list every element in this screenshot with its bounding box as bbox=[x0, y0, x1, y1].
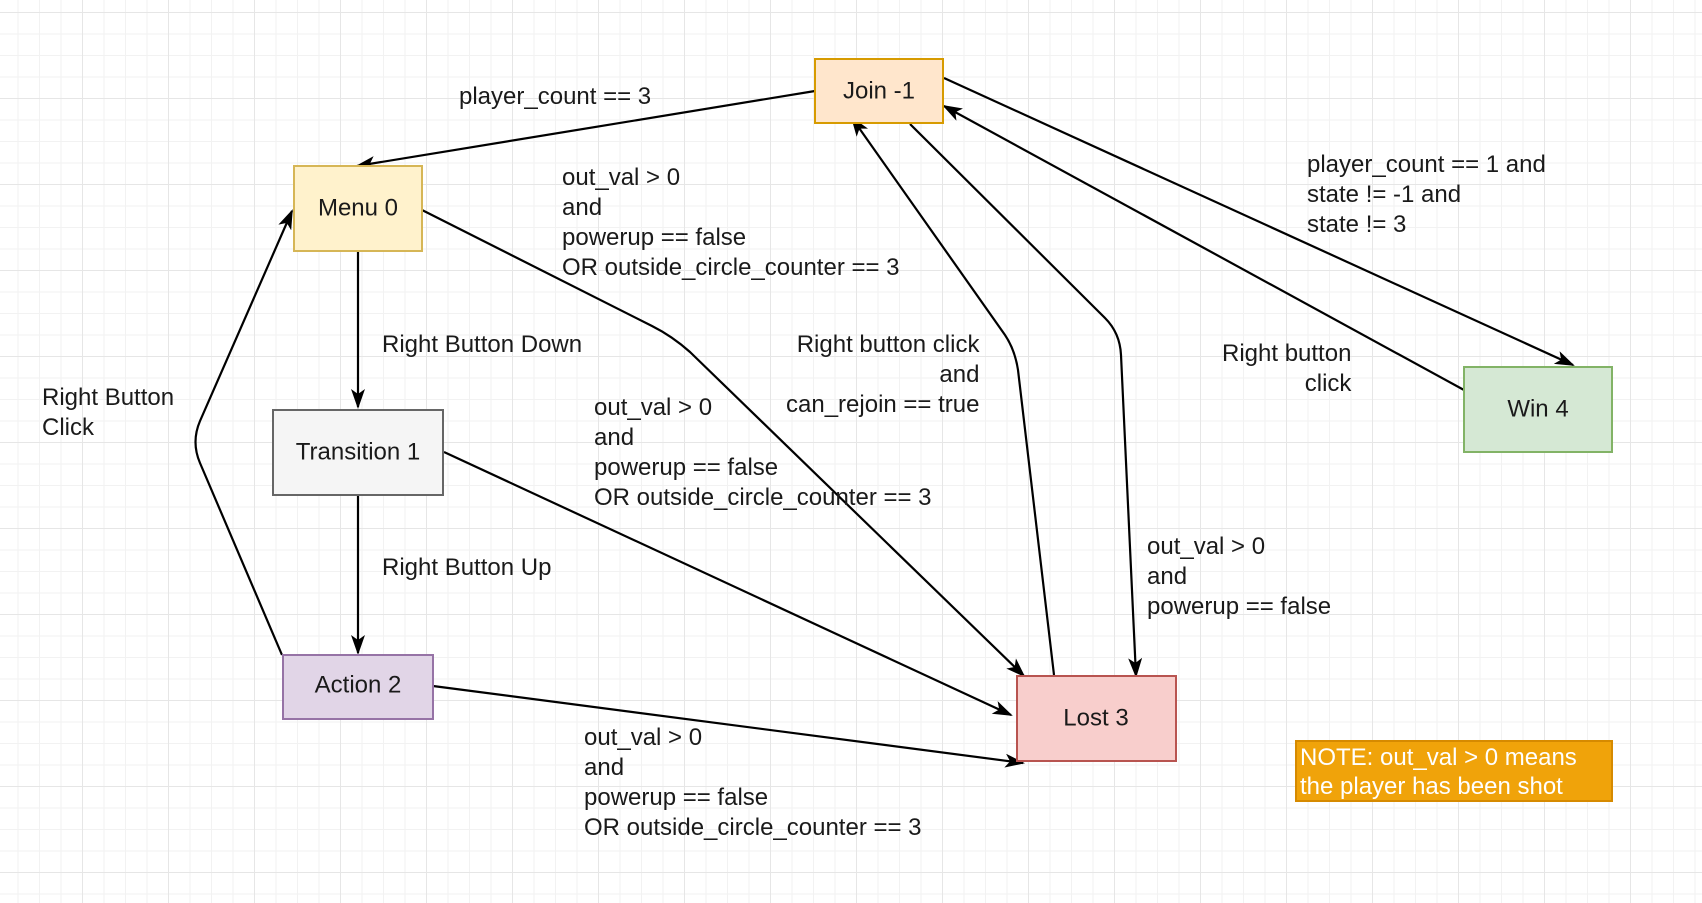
state-join: Join -1 bbox=[814, 58, 944, 124]
label-line: and bbox=[1147, 563, 1188, 590]
label-win-to-join: Right button click bbox=[1222, 339, 1351, 399]
label-line: and bbox=[939, 361, 980, 388]
label-line: and bbox=[562, 194, 603, 221]
label-menu-to-lost: out_val > 0 and powerup == false OR outs… bbox=[562, 163, 900, 283]
state-lost-label: Lost 3 bbox=[1063, 705, 1128, 732]
state-transition-box bbox=[272, 409, 444, 496]
edge-action-to-lost bbox=[432, 684, 1025, 768]
label-transition-to-action: Right Button Up bbox=[382, 553, 551, 583]
label-action-to-lost: out_val > 0 and powerup == false OR outs… bbox=[584, 723, 922, 843]
label-line: powerup == false bbox=[584, 784, 769, 811]
label-line: player_count == 3 bbox=[459, 83, 652, 110]
label-action-to-menu: Right Button Click bbox=[42, 383, 174, 443]
label-line: OR outside_circle_counter == 3 bbox=[584, 814, 922, 841]
state-join-label: Join -1 bbox=[843, 78, 915, 105]
label-menu-to-transition: Right Button Down bbox=[382, 330, 582, 360]
label-join-to-lost: out_val > 0 and powerup == false bbox=[1147, 532, 1331, 622]
note-line: the player has been shot bbox=[1300, 773, 1563, 800]
label-line: out_val > 0 bbox=[594, 394, 713, 421]
label-transition-to-lost: out_val > 0 and powerup == false OR outs… bbox=[594, 393, 932, 513]
edge-win-to-join bbox=[942, 105, 1465, 391]
label-line: powerup == false bbox=[1147, 593, 1332, 620]
label-line: Right Button bbox=[42, 384, 175, 411]
label-line: Right Button Down bbox=[382, 331, 583, 358]
label-line: player_count == 1 and bbox=[1307, 151, 1546, 178]
label-line: and bbox=[594, 424, 635, 451]
state-win-box bbox=[1463, 366, 1613, 453]
label-join-to-win: player_count == 1 and state != -1 and st… bbox=[1307, 150, 1546, 240]
state-menu: Menu 0 bbox=[293, 165, 423, 252]
state-menu-label: Menu 0 bbox=[318, 195, 398, 222]
label-line: can_rejoin == true bbox=[786, 391, 980, 418]
note-line: NOTE: out_val > 0 means bbox=[1300, 744, 1577, 771]
label-line: out_val > 0 bbox=[1147, 533, 1266, 560]
state-transition-label: Transition 1 bbox=[296, 439, 421, 466]
label-line: state != -1 and bbox=[1307, 181, 1462, 208]
label-line: Right Button Up bbox=[382, 554, 552, 581]
edge-join-to-lost bbox=[909, 123, 1143, 678]
label-line: state != 3 bbox=[1307, 211, 1407, 238]
state-action-label: Action 2 bbox=[315, 672, 402, 699]
state-join-box bbox=[814, 58, 944, 124]
label-line: click bbox=[1304, 370, 1352, 397]
label-join-to-menu: player_count == 3 bbox=[459, 82, 651, 112]
label-line: powerup == false bbox=[594, 454, 779, 481]
state-win: Win 4 bbox=[1463, 366, 1613, 453]
edge-action-to-menu bbox=[194, 209, 294, 656]
label-line: Right button click bbox=[796, 331, 980, 358]
state-lost: Lost 3 bbox=[1016, 675, 1177, 762]
state-action-box bbox=[282, 654, 434, 720]
label-line: out_val > 0 bbox=[584, 724, 703, 751]
edge-menu-to-lost bbox=[421, 209, 1026, 678]
state-win-label: Win 4 bbox=[1507, 396, 1568, 423]
edge-join-to-menu bbox=[355, 89, 816, 170]
label-line: OR outside_circle_counter == 3 bbox=[562, 254, 900, 281]
edge-join-to-win bbox=[943, 76, 1575, 367]
state-action: Action 2 bbox=[282, 654, 434, 720]
edge-lost-to-join bbox=[850, 116, 1056, 676]
label-line: OR outside_circle_counter == 3 bbox=[594, 484, 932, 511]
label-lost-to-join: Right button click and can_rejoin == tru… bbox=[786, 330, 979, 420]
note-box: NOTE: out_val > 0 means the player has b… bbox=[1295, 740, 1613, 802]
state-menu-box bbox=[293, 165, 423, 252]
label-line: out_val > 0 bbox=[562, 164, 681, 191]
edge-transition-to-lost bbox=[443, 451, 1013, 716]
label-line: powerup == false bbox=[562, 224, 747, 251]
state-lost-box bbox=[1016, 675, 1177, 762]
state-transition: Transition 1 bbox=[272, 409, 444, 496]
label-line: Click bbox=[42, 414, 94, 441]
label-line: Right button bbox=[1222, 340, 1352, 367]
label-line: and bbox=[584, 754, 625, 781]
